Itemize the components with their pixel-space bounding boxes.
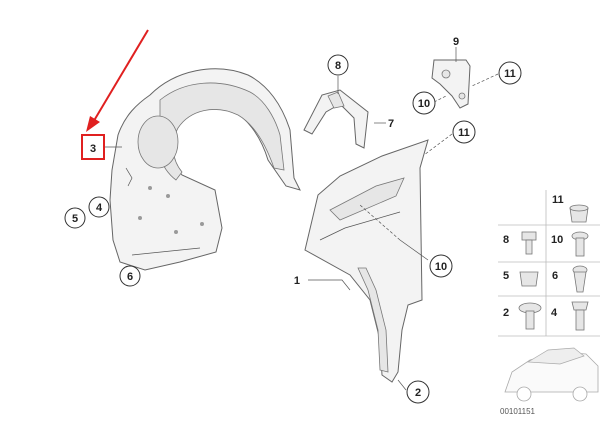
callout-10-top: 10 [412,91,436,115]
car-thumbnail-icon [504,347,599,402]
svg-text:2: 2 [415,387,421,399]
front-wing-panel [304,139,429,383]
table-label-6: 6 [552,270,558,282]
callout-8: 8 [327,54,349,76]
callout-11-mid: 11 [452,120,476,144]
callout-1: 1 [294,275,300,287]
screw-2-icon [518,302,542,330]
fastener-table: 11 8 10 5 6 2 4 [498,190,600,416]
svg-text:5: 5 [72,213,78,225]
svg-text:3: 3 [90,143,96,155]
table-label-11: 11 [552,194,564,206]
bracket-part-9 [431,59,471,109]
table-label-10: 10 [551,234,563,246]
table-label-2: 2 [503,307,509,319]
screw-4-icon [571,301,589,331]
callout-11-top: 11 [498,61,522,85]
svg-text:10: 10 [435,261,447,273]
table-label-4: 4 [551,307,558,319]
document-number: 00101151 [500,407,536,416]
svg-text:9: 9 [453,36,459,48]
svg-text:11: 11 [504,68,516,80]
callout-6: 6 [119,265,141,287]
wheel-arch-liner [109,68,301,271]
clip-8-icon [521,231,537,255]
table-label-5: 5 [503,270,509,282]
svg-text:1: 1 [294,275,300,287]
svg-text:10: 10 [418,98,430,110]
svg-text:8: 8 [335,60,341,72]
callout-4: 4 [88,196,110,218]
nut-11-icon [569,204,589,223]
svg-text:7: 7 [388,118,394,130]
screw-6-icon [572,265,588,293]
callout-3: 3 [81,134,105,160]
table-label-8: 8 [503,234,509,246]
bracket-part-7 [303,89,369,149]
callout-7: 7 [388,118,394,130]
screw-10-icon [571,231,589,257]
svg-text:6: 6 [127,271,133,283]
callout-9: 9 [453,36,459,48]
svg-text:4: 4 [96,202,103,214]
nut-5-icon [519,271,539,287]
callout-2: 2 [406,380,430,404]
svg-text:11: 11 [458,127,470,139]
leader-lines [102,47,499,391]
red-pointer-arrow [86,29,149,132]
callout-5: 5 [64,207,86,229]
callout-10-mid: 10 [429,254,453,278]
